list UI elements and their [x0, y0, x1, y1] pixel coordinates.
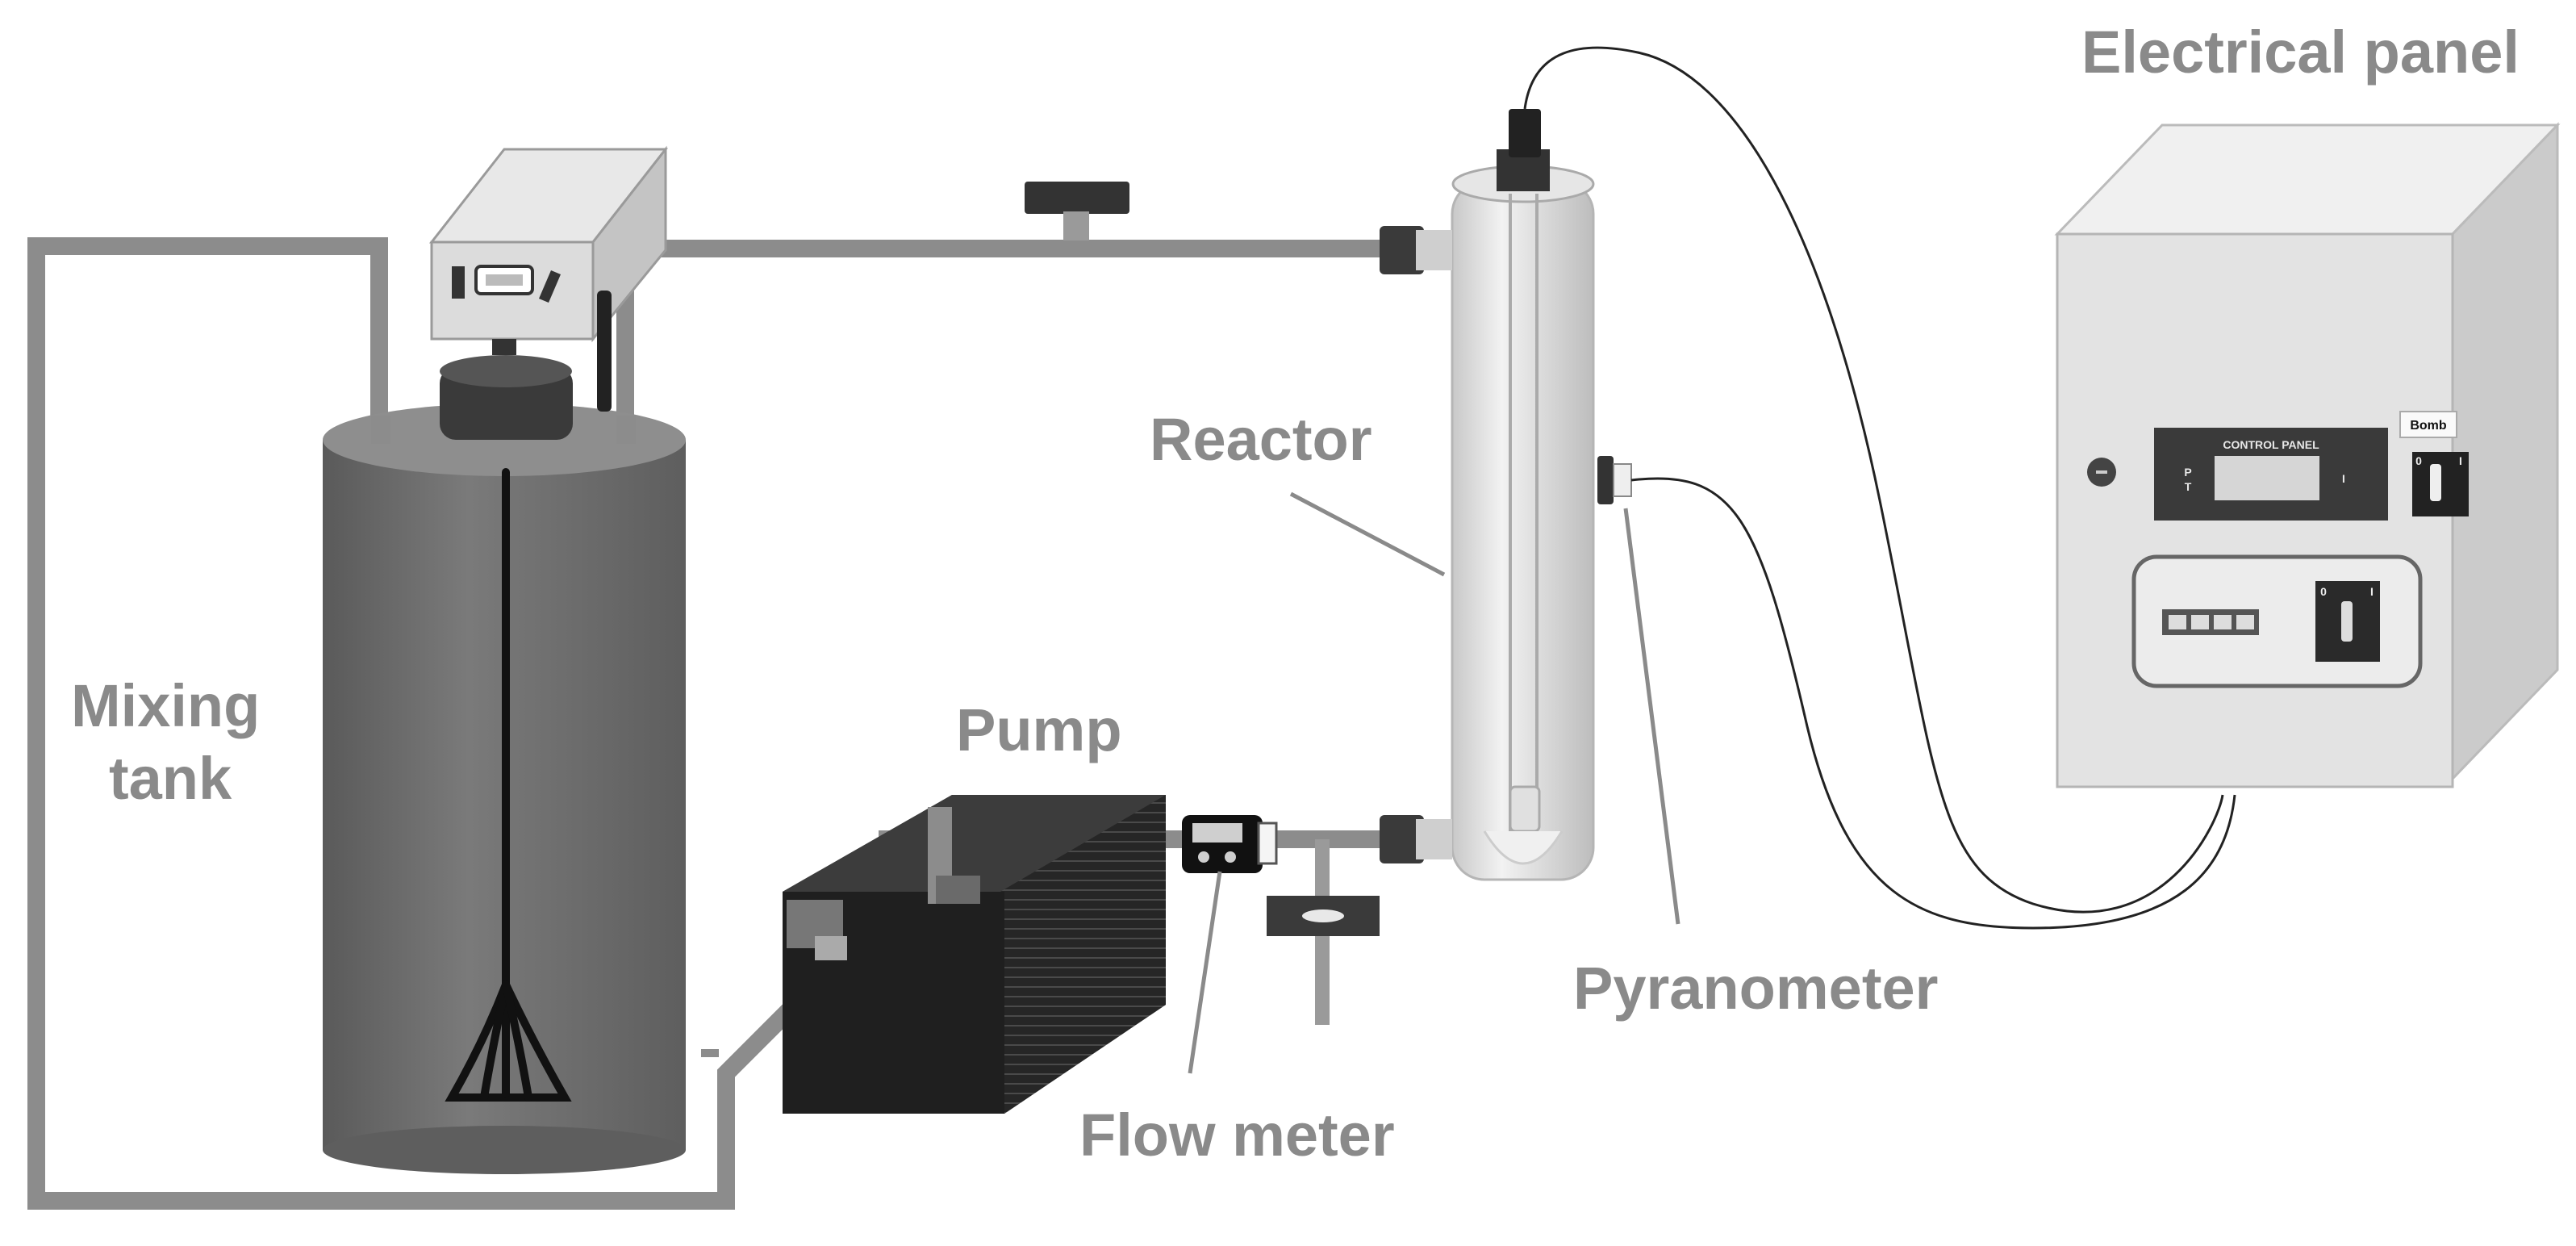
valve-icon[interactable]: [1025, 182, 1129, 240]
flow-meter-label: Flow meter: [1079, 1102, 1395, 1169]
selector-on-mark: I: [2459, 454, 2462, 467]
stirrer-motor: [428, 145, 669, 440]
pump: [783, 795, 1166, 1114]
control-indicator: I: [2342, 472, 2345, 485]
electrical-panel: [2054, 122, 2561, 788]
pyranometer-label: Pyranometer: [1573, 955, 1938, 1022]
breaker-on-mark: I: [2370, 585, 2374, 598]
flow-meter: [1182, 815, 1278, 873]
reactor-label: Reactor: [1150, 406, 1372, 473]
drain-valve-icon[interactable]: [1267, 839, 1380, 1025]
stirrer-impeller: [445, 468, 572, 1102]
mixing-tank-label-line2: tank: [109, 745, 232, 812]
control-letter-p: P: [2184, 466, 2191, 479]
bomb-label: Bomb: [2410, 419, 2447, 433]
control-letter-t: T: [2185, 480, 2192, 493]
electrical-panel-label: Electrical panel: [2081, 19, 2520, 86]
callout-lines: [1188, 491, 1680, 1074]
reactor: [1380, 109, 1632, 881]
pump-label: Pump: [956, 696, 1122, 763]
selector-off-mark: 0: [2415, 454, 2422, 467]
signal-cables: [1523, 46, 2236, 930]
breaker-off-mark: 0: [2320, 585, 2327, 598]
control-panel-caption: CONTROL PANEL: [2223, 438, 2319, 451]
mixing-tank-label-line1: Mixing: [71, 672, 260, 739]
